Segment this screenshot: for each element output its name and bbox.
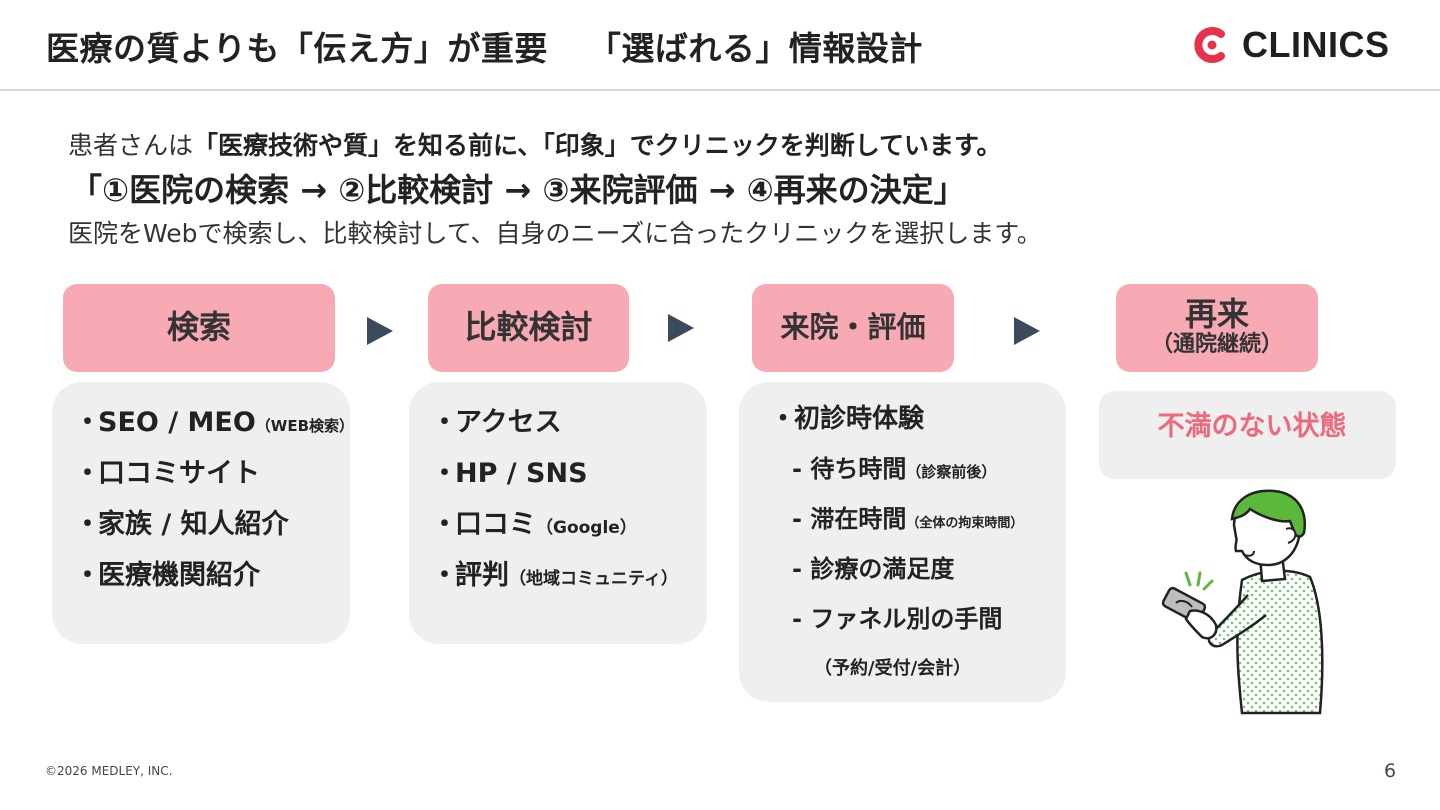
search-list: ・SEO / MEO（WEB検索） ・口コミサイト ・家族 / 知人紹介 ・医療… (74, 397, 354, 601)
list-item: - 診療の満足度 (792, 555, 955, 583)
stage-return-label: 再来 (1184, 295, 1249, 334)
list-item: ・家族 / 知人紹介 (74, 509, 289, 540)
clinics-logo-icon (1194, 27, 1225, 63)
list-item-note: （予約/受付/会計） (814, 658, 972, 679)
list-item: ・口コミサイト (74, 458, 260, 489)
list-item: ・SEO / MEO（WEB検索） (74, 407, 355, 438)
copyright: ©2026 MEDLEY, INC. (45, 764, 173, 778)
page-title-sub: 「選ばれる」情報設計 (587, 29, 923, 68)
list-item: ・医療機関紹介 (74, 560, 260, 591)
clinics-logo: CLINICS (1192, 24, 1390, 66)
return-state-text: 不満のない状態 (1157, 411, 1347, 442)
stage-return: 再来 （通院継続） (1116, 284, 1318, 372)
stage-search-label: 検索 (166, 308, 231, 347)
page-title-main: 医療の質よりも「伝え方」が重要 (46, 29, 548, 68)
person-with-phone-illustration (1161, 489, 1324, 715)
stage-return-sublabel: （通院継続） (1150, 332, 1283, 358)
intro-line-1: 患者さんは「医療技術や質」を知る前に、「印象」でクリニックを判断しています。 (68, 126, 1002, 162)
list-item: ・口コミ（Google） (431, 509, 637, 540)
header-divider (0, 89, 1440, 91)
return-card (1099, 391, 1396, 479)
list-item: ・アクセス (431, 407, 562, 438)
stage-search: 検索 (63, 284, 335, 372)
intro-line-3: 医院をWebで検索し、比較検討して、自身のニーズに合ったクリニックを選択します。 (68, 219, 1042, 248)
list-item: ・初診時体験 (770, 404, 925, 434)
compare-list: ・アクセス ・HP / SNS ・口コミ（Google） ・評判（地域コミュニテ… (431, 397, 678, 601)
logo-text: CLINICS (1242, 24, 1390, 65)
intro-line-1-emphasis: 「医療技術や質」を知る前に、「印象」でクリニックを判断しています。 (193, 131, 1002, 160)
intro-line-1-lead: 患者さんは (68, 131, 194, 160)
stage-visit: 来院・評価 (752, 284, 954, 372)
play-arrow-icon (367, 317, 393, 345)
page-title: 医療の質よりも「伝え方」が重要「選ばれる」情報設計 (46, 22, 923, 70)
stage-visit-label: 来院・評価 (780, 310, 926, 345)
visit-card (739, 382, 1066, 702)
list-item: - 滞在時間（全体の拘束時間） (792, 505, 1024, 533)
compare-card (409, 382, 707, 644)
list-item: ・評判（地域コミュニティ） (431, 560, 678, 591)
stage-compare: 比較検討 (428, 284, 629, 372)
page-number: 6 (1384, 760, 1397, 782)
list-item: ・HP / SNS (431, 458, 588, 489)
play-arrow-icon (1014, 317, 1040, 345)
search-card (52, 382, 350, 644)
list-item: - ファネル別の手間 (792, 605, 1003, 633)
list-item: - 待ち時間（診察前後） (792, 455, 997, 483)
stage-compare-label: 比較検討 (464, 308, 593, 347)
journey-summary: 「①医院の検索 → ②比較検討 → ③来院評価 → ④再来の決定」 (70, 171, 966, 209)
visit-list: ・初診時体験 - 待ち時間（診察前後） - 滞在時間（全体の拘束時間） - 診療… (770, 394, 1023, 694)
play-arrow-icon (668, 314, 694, 342)
